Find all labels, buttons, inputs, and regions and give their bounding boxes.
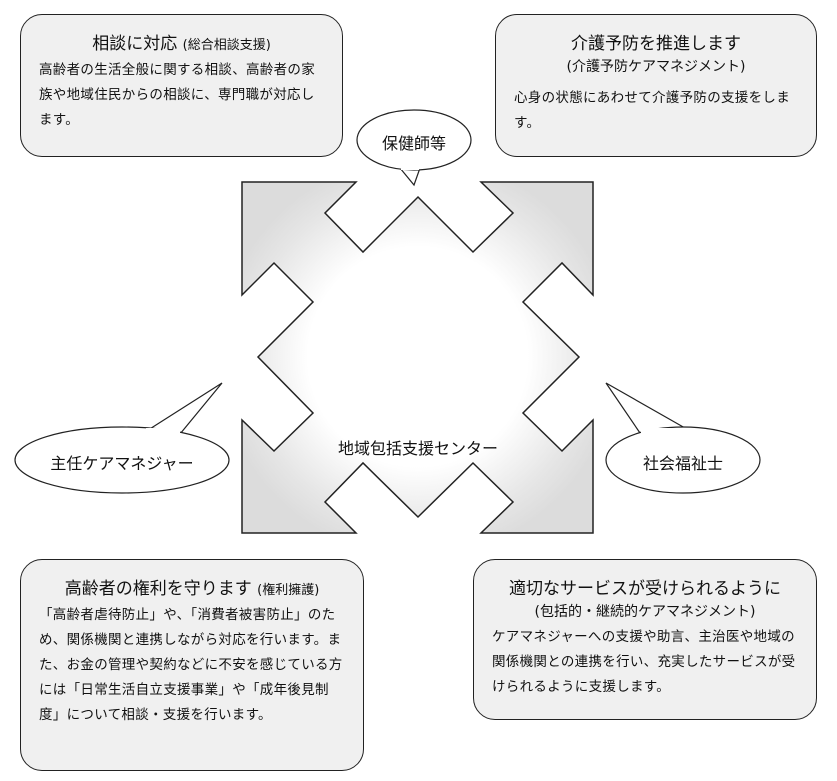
box-services: 適切なサービスが受けられるように (包括的・継続的ケアマネジメント) ケアマネジ… xyxy=(473,559,817,720)
role-top-label: 保健師等 xyxy=(381,134,446,153)
box-body: 「高齢者虐待防止」や、「消費者被害防止」のため、関係機関と連携しながら対応を行い… xyxy=(39,607,343,723)
box-body: 心身の状態にあわせて介護予防の支援をします。 xyxy=(514,90,790,131)
role-right-label: 社会福祉士 xyxy=(642,454,723,473)
box-subtitle: (権利擁護) xyxy=(257,583,320,598)
speech-bubble-top xyxy=(356,109,472,187)
box-subtitle: (総合相談支援) xyxy=(182,38,271,53)
box-prevention: 介護予防を推進します (介護予防ケアマネジメント) 心身の状態にあわせて介護予防… xyxy=(495,14,817,157)
box-consult: 相談に対応 (総合相談支援) 高齢者の生活全般に関する相談、高齢者の家族や地域住… xyxy=(20,14,343,157)
box-title: 相談に対応 xyxy=(92,34,178,54)
box-title: 介護予防を推進します xyxy=(571,34,741,54)
box-subtitle: (介護予防ケアマネジメント) xyxy=(566,59,746,75)
center-cross-shape xyxy=(241,181,594,534)
box-body: ケアマネジャーへの支援や助言、主治医や地域の関係機関との連携を行い、充実したサー… xyxy=(492,629,796,695)
box-rights: 高齢者の権利を守ります (権利擁護) 「高齢者虐待防止」や、「消費者被害防止」の… xyxy=(20,559,364,771)
speech-bubble-left xyxy=(14,382,230,494)
center-label: 地域包括支援センター xyxy=(337,439,498,458)
box-title: 適切なサービスが受けられるように xyxy=(509,579,781,599)
role-left-label: 主任ケアマネジャー xyxy=(50,454,194,473)
box-subtitle: (包括的・継続的ケアマネジメント) xyxy=(534,604,756,620)
box-title: 高齢者の権利を守ります xyxy=(64,579,252,599)
box-body: 高齢者の生活全般に関する相談、高齢者の家族や地域住民からの相談に、専門職が対応し… xyxy=(39,62,315,128)
speech-bubble-right xyxy=(605,382,761,494)
